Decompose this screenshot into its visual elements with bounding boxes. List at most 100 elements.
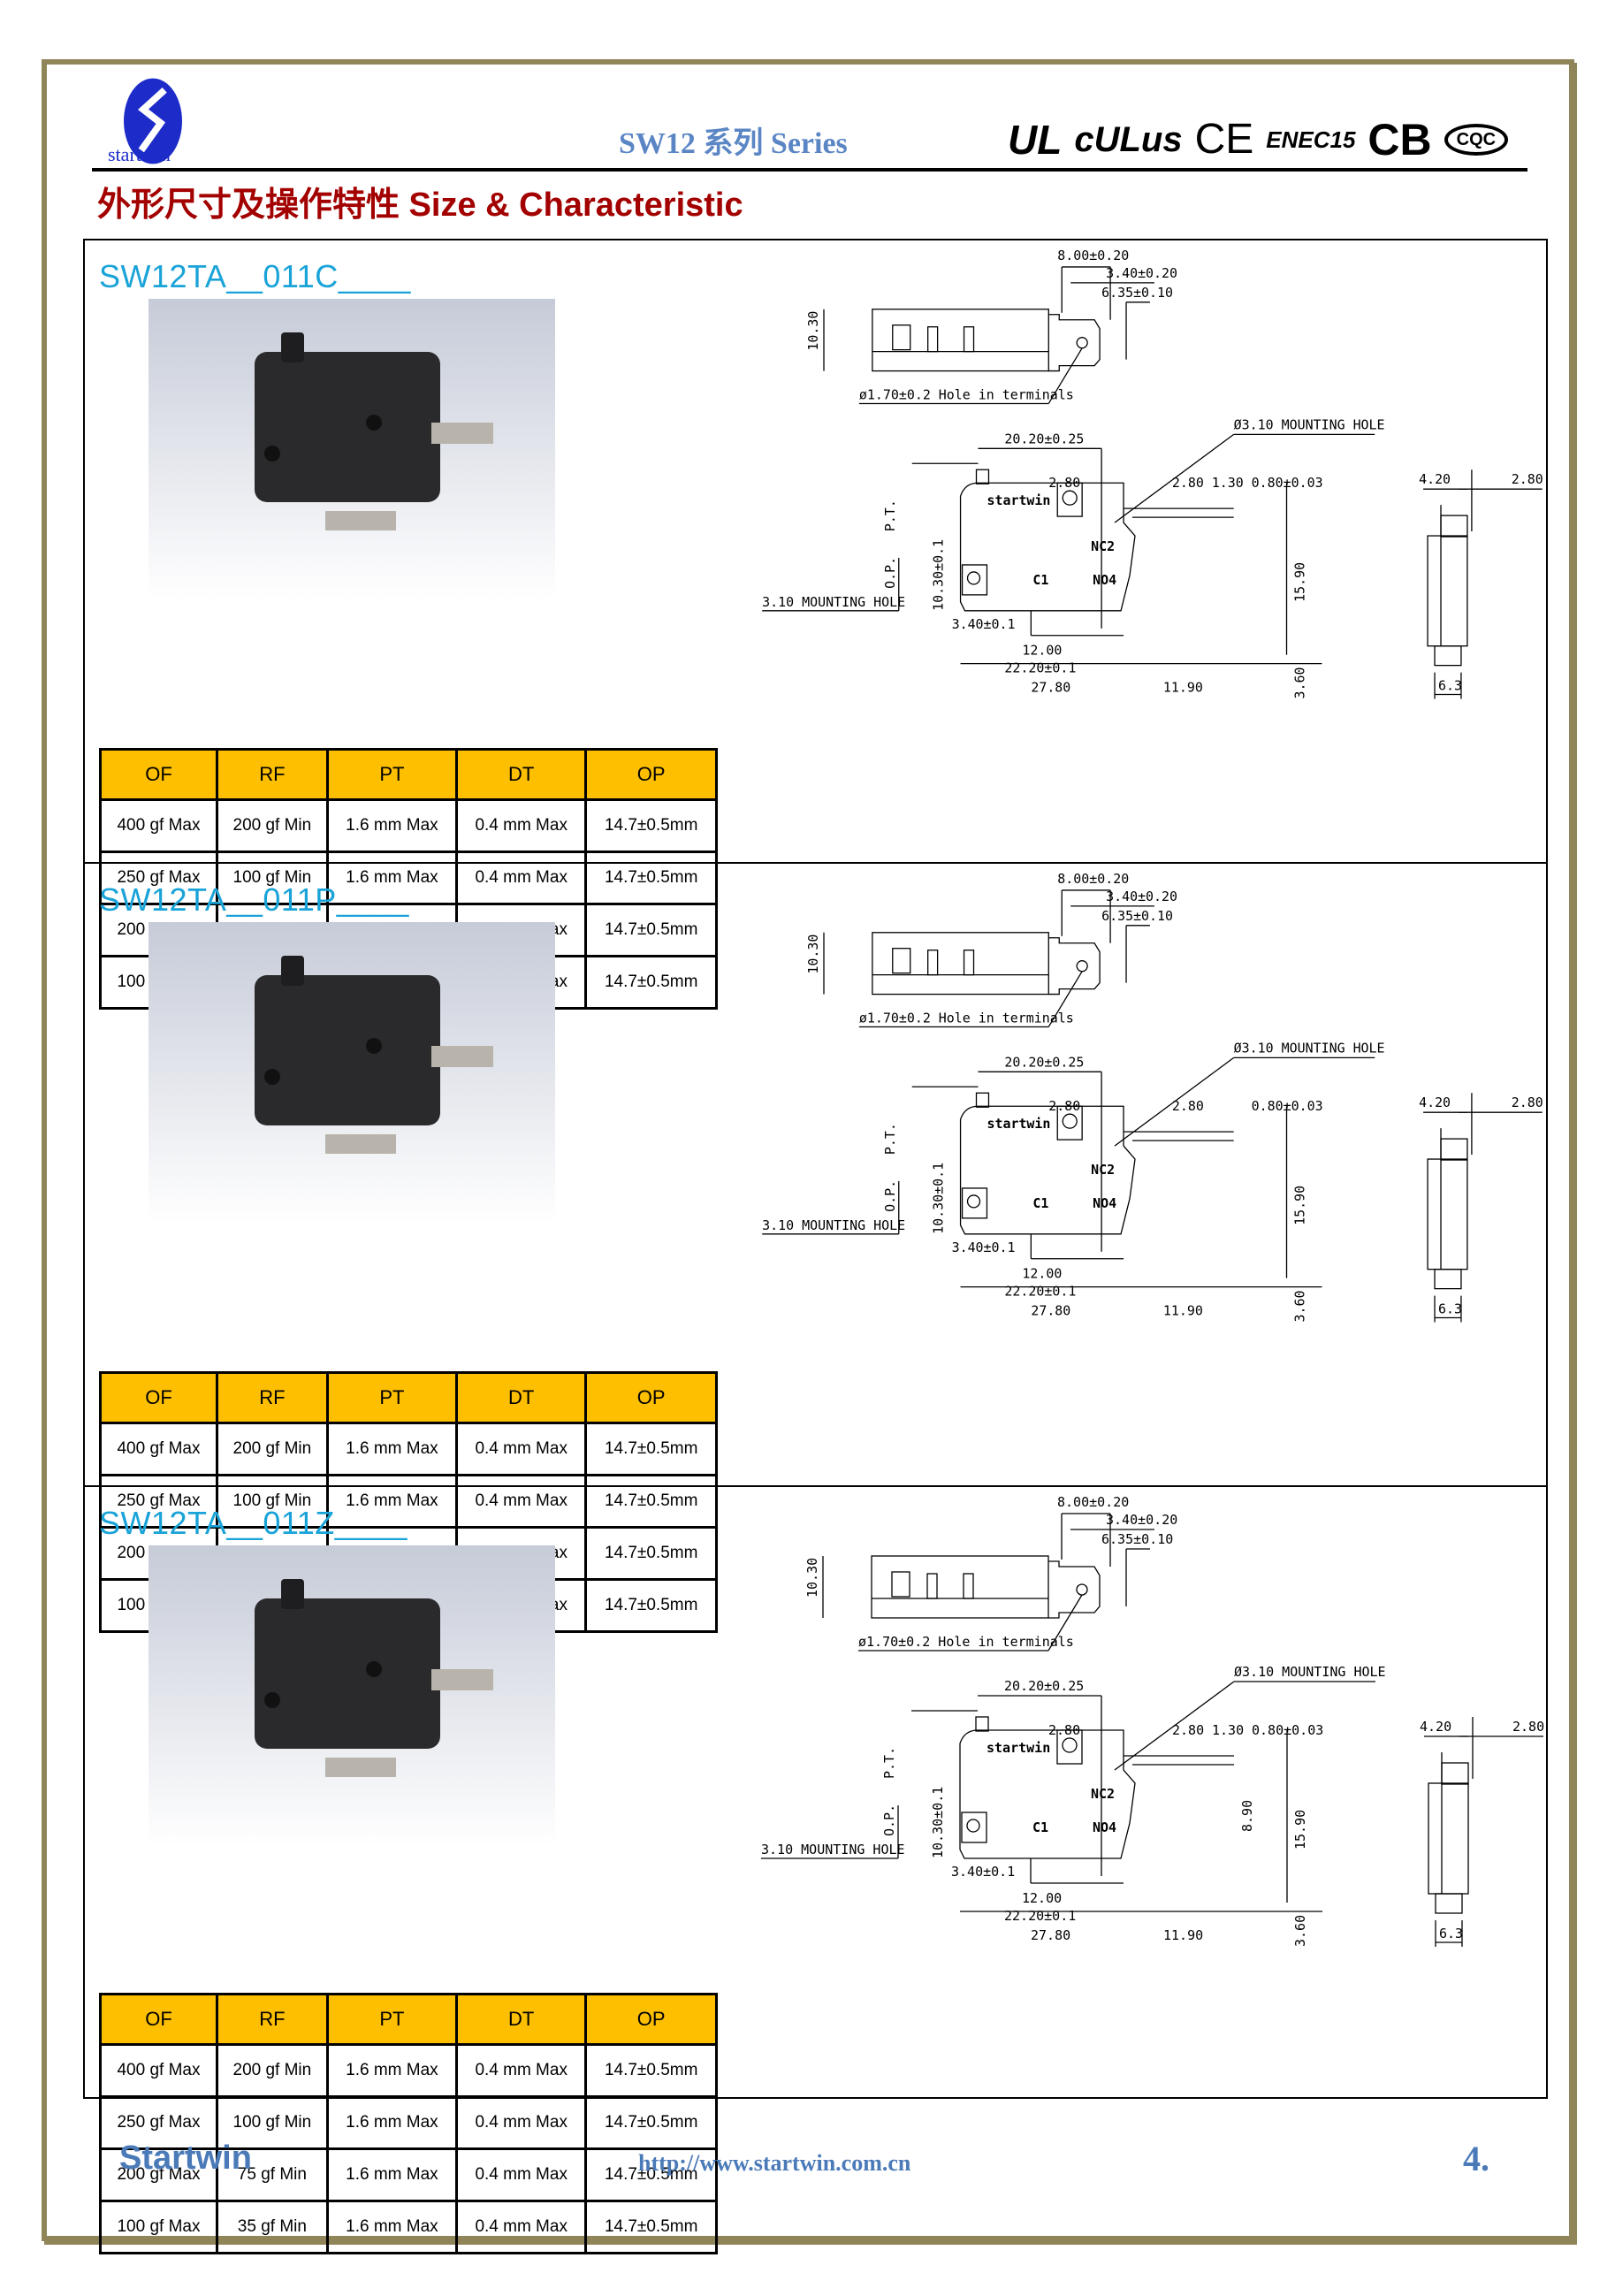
- dimension-label: 3.10 MOUNTING HOLE: [761, 1842, 905, 1857]
- dimension-label: NO4: [1093, 1195, 1116, 1211]
- enec-mark-icon: ENEC15: [1266, 126, 1356, 153]
- dimension-label: 8.00±0.20: [1057, 1494, 1129, 1510]
- table-cell: 100 gf Max: [99, 2200, 218, 2254]
- dimension-label: 3.60: [1292, 1915, 1308, 1947]
- table-cell: 14.7±0.5mm: [584, 2200, 718, 2254]
- side-view-drawing: [762, 1056, 1375, 1288]
- table-cell: 0.4 mm Max: [455, 2043, 588, 2098]
- dimension-label: 22.20±0.1: [1004, 660, 1076, 676]
- table-cell: 1.6 mm Max: [325, 2043, 459, 2098]
- dimension-label: 10.30: [805, 311, 821, 351]
- dimension-label: C1: [1032, 1195, 1048, 1211]
- table-cell: 14.7±0.5mm: [584, 1474, 718, 1529]
- table-cell: 250 gf Max: [99, 851, 218, 905]
- dimension-label: C1: [1032, 572, 1048, 588]
- cqc-mark-icon: CQC: [1444, 124, 1509, 156]
- dimension-label: 6.3: [1439, 1926, 1463, 1941]
- cb-mark-icon: CB: [1367, 115, 1432, 164]
- dimension-label: 3.10 MOUNTING HOLE: [762, 1217, 905, 1233]
- dimension-label: 3.40±0.1: [952, 616, 1016, 632]
- top-view-drawing: [823, 889, 1154, 1028]
- startwin-logo-icon: [124, 78, 182, 164]
- end-view-drawing: [1424, 1717, 1543, 1947]
- dimension-label: Ø3.10 MOUNTING HOLE: [1234, 1664, 1386, 1680]
- dimension-label: 15.90: [1292, 1810, 1308, 1850]
- product-photo: [149, 1545, 555, 1846]
- culus-mark-icon: cULus: [1074, 120, 1183, 159]
- table-cell: 14.7±0.5mm: [584, 2095, 718, 2150]
- dimension-label: NO4: [1093, 1819, 1116, 1835]
- footer-url-link[interactable]: http://www.startwin.com.cn: [638, 2150, 911, 2176]
- page-number: 4.: [1463, 2139, 1489, 2178]
- column-header: OF: [99, 1371, 218, 1424]
- column-header: RF: [215, 748, 329, 801]
- side-view-drawing: [761, 1681, 1375, 1912]
- dimension-label: 2.80: [1512, 1095, 1543, 1110]
- dimension-label: 3.40±0.1: [952, 1240, 1016, 1255]
- dimension-label: NC2: [1091, 538, 1115, 554]
- dimension-label: 2.80: [1048, 1722, 1080, 1738]
- table-cell: 14.7±0.5mm: [584, 1578, 718, 1633]
- dimension-label: 12.00: [1022, 643, 1062, 659]
- dimension-label: 20.20±0.25: [1004, 1054, 1084, 1070]
- footer-brand: Startwin: [119, 2140, 252, 2177]
- dimension-label: 3.60: [1291, 1291, 1307, 1323]
- dimension-label: P.T.: [881, 1747, 897, 1779]
- table-cell: 1.6 mm Max: [325, 1474, 459, 1529]
- dimension-label: 1.30: [1212, 475, 1244, 491]
- column-header: OF: [99, 748, 218, 801]
- dimension-label: 20.20±0.25: [1004, 1678, 1084, 1694]
- dimension-label: 27.80: [1031, 1303, 1070, 1319]
- table-cell: 14.7±0.5mm: [584, 2147, 718, 2202]
- table-cell: 200 gf Min: [215, 2043, 329, 2098]
- table-cell: 100 gf Min: [215, 851, 329, 905]
- column-header: DT: [455, 1371, 588, 1424]
- dimension-label: P.T.: [882, 500, 898, 531]
- column-header: OP: [584, 748, 718, 801]
- model-number: SW12TA__011Z____: [99, 1505, 408, 1541]
- table-cell: 250 gf Max: [99, 1474, 218, 1529]
- dimension-label: 15.90: [1291, 562, 1307, 602]
- dimension-label: 2.80: [1048, 475, 1080, 491]
- dimension-label: startwin: [987, 1740, 1050, 1756]
- page-heading: 外形尺寸及操作特性 Size & Characteristic: [97, 187, 743, 224]
- table-cell: 75 gf Min: [215, 2147, 329, 2202]
- table-cell: 0.4 mm Max: [455, 2095, 588, 2150]
- dimension-label: 3.40±0.20: [1106, 265, 1177, 281]
- dimension-label: 8.90: [1239, 1800, 1255, 1832]
- dimension-label: 0.80±0.03: [1252, 1098, 1323, 1114]
- dimension-label: 6.3: [1438, 678, 1462, 694]
- column-header: DT: [455, 1993, 588, 2046]
- dimension-label: 11.90: [1163, 1303, 1203, 1319]
- model-number: SW12TA__011P____: [99, 881, 409, 918]
- dimension-label: 12.00: [1022, 1890, 1062, 1906]
- dimension-label: O.P.: [882, 557, 898, 589]
- dimension-label: 10.30: [804, 1558, 820, 1598]
- end-view-drawing: [1423, 469, 1543, 699]
- dimension-label: 8.00±0.20: [1057, 871, 1129, 887]
- dimension-label: 2.80: [1048, 1098, 1080, 1114]
- product-photo: [149, 299, 555, 599]
- dimension-label: 6.3: [1438, 1301, 1462, 1317]
- dimension-label: 10.30±0.1: [930, 1787, 946, 1858]
- ul-mark-icon: UL: [1008, 117, 1063, 163]
- dimension-label: 4.20: [1419, 1095, 1451, 1110]
- table-cell: 14.7±0.5mm: [584, 1526, 718, 1581]
- dimension-label: 4.20: [1419, 471, 1451, 487]
- table-cell: 0.4 mm Max: [455, 2147, 588, 2202]
- dimension-label: 2.80: [1172, 1098, 1204, 1114]
- dimension-label: 20.20±0.25: [1004, 431, 1084, 446]
- dimension-label: NO4: [1093, 572, 1116, 588]
- dimension-label: 15.90: [1291, 1186, 1307, 1225]
- table-cell: 14.7±0.5mm: [584, 1422, 718, 1476]
- model-number: SW12TA__011C____: [99, 258, 411, 294]
- top-view-drawing: [823, 266, 1154, 405]
- column-header: OP: [584, 1993, 718, 2046]
